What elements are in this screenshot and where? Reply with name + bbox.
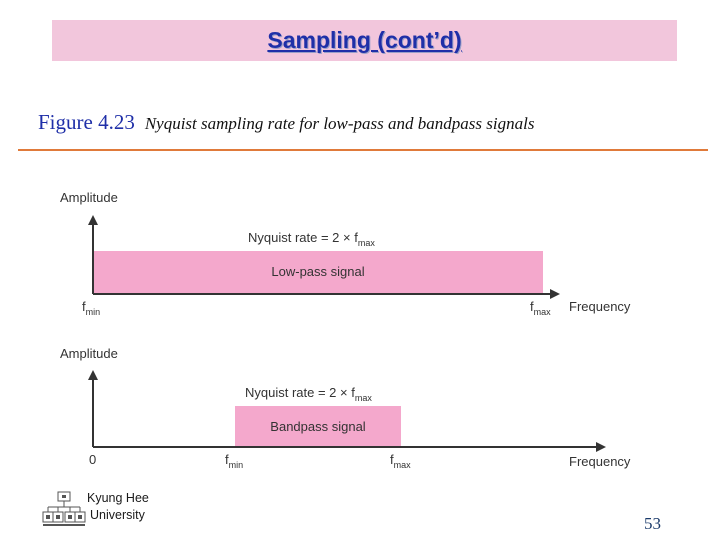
bottom-origin-label: 0 bbox=[89, 452, 96, 467]
top-x-axis-label: Frequency bbox=[569, 299, 631, 314]
figure-description: Nyquist sampling rate for low-pass and b… bbox=[144, 114, 535, 133]
caption-divider bbox=[18, 149, 708, 151]
bottom-fmin-label: fmin bbox=[225, 452, 243, 470]
bottom-nyquist-label: Nyquist rate = 2 × fmax bbox=[245, 385, 372, 403]
title-bar: Sampling (cont’d) bbox=[52, 20, 677, 61]
top-fmax-label: fmax bbox=[530, 299, 551, 317]
university-name: Kyung Hee University bbox=[87, 490, 149, 524]
slide-title: Sampling (cont’d) bbox=[267, 27, 462, 53]
figure-caption: Figure 4.23 Nyquist sampling rate for low… bbox=[38, 110, 534, 135]
bandpass-band-label: Bandpass signal bbox=[270, 419, 366, 434]
bottom-x-axis-label: Frequency bbox=[569, 454, 631, 469]
bottom-y-axis-label: Amplitude bbox=[60, 346, 118, 361]
bandpass-band bbox=[235, 406, 401, 447]
top-y-axis-label: Amplitude bbox=[60, 190, 118, 205]
bandpass-diagram: Amplitude Nyquist rate = 2 × fmax Bandpa… bbox=[60, 346, 631, 470]
lowpass-band-label: Low-pass signal bbox=[271, 264, 364, 279]
top-nyquist-label: Nyquist rate = 2 × fmax bbox=[248, 230, 375, 248]
bottom-fmax-label: fmax bbox=[390, 452, 411, 470]
top-fmin-label: fmin bbox=[82, 299, 100, 317]
university-name-line1: Kyung Hee bbox=[87, 491, 149, 505]
figure-number: Figure 4.23 bbox=[38, 110, 135, 134]
lowpass-band bbox=[93, 251, 543, 294]
page-number: 53 bbox=[644, 514, 661, 533]
university-logo-icon bbox=[42, 491, 86, 526]
university-name-line2: University bbox=[90, 508, 145, 522]
lowpass-diagram: Amplitude Nyquist rate = 2 × fmax Low-pa… bbox=[60, 190, 631, 317]
